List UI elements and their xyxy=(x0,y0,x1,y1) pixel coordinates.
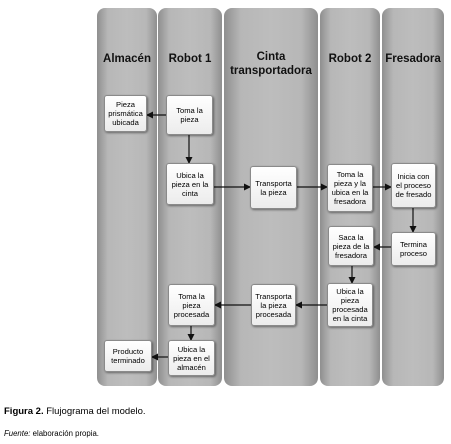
box-termina-proceso: Termina proceso xyxy=(391,232,436,266)
figure-source-text: elaboración propia. xyxy=(32,429,99,438)
box-transporta-pieza: Transporta la pieza xyxy=(250,166,297,209)
figure-source-label: Fuente: xyxy=(4,429,31,438)
box-inicia-proceso: Inicia con el proceso de fresado xyxy=(391,163,436,208)
box-transporta-procesada: Transporta la pieza procesada xyxy=(251,284,296,326)
box-saca-pieza: Saca la pieza de la fresadora xyxy=(328,226,374,266)
box-toma-ubica-fresadora: Toma la pieza y la ubica en la fresadora xyxy=(327,164,373,212)
box-ubica-almacen: Ubica la pieza en el almacén xyxy=(168,340,215,376)
figure-caption-label: Figura 2. xyxy=(4,406,44,417)
figure-source: Fuente: elaboración propia. xyxy=(4,429,99,438)
lane-title-cinta: Cinta transportadora xyxy=(230,51,312,77)
box-toma-pieza: Toma la pieza xyxy=(166,95,213,135)
box-ubica-procesada-cinta: Ubica la pieza procesada en la cinta xyxy=(327,283,373,327)
box-pieza-prismatica: Pieza prismática ubicada xyxy=(104,95,147,132)
box-producto-terminado: Producto terminado xyxy=(104,340,152,372)
lane-title-robot2: Robot 2 xyxy=(328,53,372,65)
figure-caption: Figura 2. Flujograma del modelo. xyxy=(4,406,146,417)
lane-title-robot1: Robot 1 xyxy=(168,53,212,65)
box-ubica-pieza-cinta: Ubica la pieza en la cinta xyxy=(166,163,214,205)
figure-caption-text: Flujograma del modelo. xyxy=(46,406,146,417)
lane-title-fresadora: Fresadora xyxy=(385,53,441,65)
lane-almacen: Almacén xyxy=(97,8,157,386)
lane-title-almacen: Almacén xyxy=(103,53,151,65)
box-toma-procesada: Toma la pieza procesada xyxy=(168,284,215,326)
